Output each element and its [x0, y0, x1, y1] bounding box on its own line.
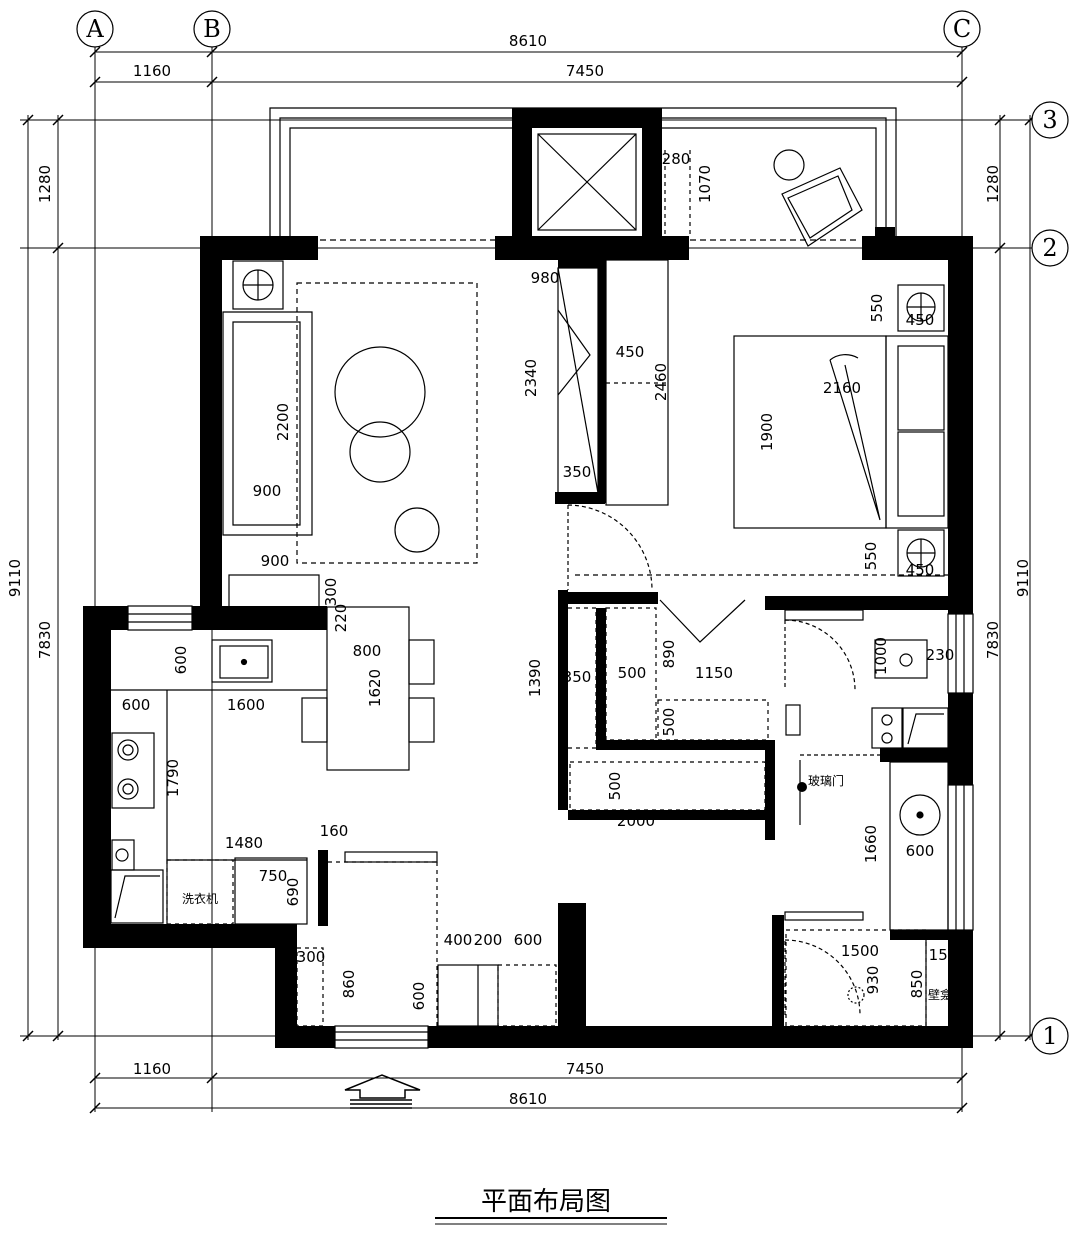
dimension-ticks [22, 46, 1036, 1114]
dim-600-left: 600 [122, 696, 151, 714]
grid-label-2: 2 [1042, 234, 1057, 262]
dim-closet-450: 450 [616, 343, 645, 361]
dining [301, 606, 435, 771]
dim-550-top: 550 [868, 294, 886, 323]
dimension-labels: 8610 1160 7450 1160 7450 8610 1280 9110 … [6, 32, 1032, 1108]
dim-150: 150 [929, 946, 958, 964]
dim-1500: 1500 [841, 942, 879, 960]
dim-1620: 1620 [366, 669, 384, 707]
dim-850: 850 [908, 970, 926, 999]
dim-top-ab: 1160 [133, 62, 171, 80]
dim-right-9110: 9110 [1014, 559, 1032, 597]
dim-350-top: 350 [563, 463, 592, 481]
dim-left-7830: 7830 [36, 621, 54, 659]
dim-1480: 1480 [225, 834, 263, 852]
dim-160: 160 [320, 822, 349, 840]
dim-980: 980 [531, 269, 560, 287]
dim-1150: 1150 [695, 664, 733, 682]
dim-2460: 2460 [652, 363, 670, 401]
dim-1660: 1660 [862, 825, 880, 863]
dim-sofa-2200: 2200 [274, 403, 292, 441]
dim-300-b: 300 [297, 948, 326, 966]
balcony-chair [773, 149, 863, 247]
dim-500-b: 500 [660, 708, 678, 737]
dim-600-shoe: 600 [514, 931, 543, 949]
dim-2160: 2160 [823, 379, 861, 397]
dim-860: 860 [340, 970, 358, 999]
dim-right-7830: 7830 [984, 621, 1002, 659]
dim-bottom-ab: 1160 [133, 1060, 171, 1078]
plan-title: 平面布局图 [481, 1187, 611, 1217]
dim-1390: 1390 [526, 659, 544, 697]
dim-350-mid: 350 [563, 668, 592, 686]
dim-300: 300 [322, 578, 340, 607]
dim-1600: 1600 [227, 696, 265, 714]
dim-600-vertical: 600 [410, 982, 428, 1011]
dim-left-9110: 9110 [6, 559, 24, 597]
bedroom [575, 284, 949, 577]
dim-cabinet-900: 900 [261, 552, 290, 570]
dim-230: 230 [926, 646, 955, 664]
closets [296, 259, 769, 1027]
dim-600-bath: 600 [906, 842, 935, 860]
dim-600-sink: 600 [172, 646, 190, 675]
dim-nightstand-450-2: 450 [906, 561, 935, 579]
entrance-arrow-icon [344, 1074, 421, 1109]
dim-2340: 2340 [522, 359, 540, 397]
bathroom [784, 609, 949, 1027]
dim-1000: 1000 [872, 637, 890, 675]
grid-bubbles [76, 10, 1069, 1055]
windows [127, 605, 974, 1049]
grid-label-a: A [85, 15, 104, 43]
dim-nightstand-450-1: 450 [906, 311, 935, 329]
dim-800: 800 [353, 642, 382, 660]
label-glass-door: 玻璃门 [808, 773, 844, 788]
dim-200: 200 [474, 931, 503, 949]
dim-890: 890 [660, 640, 678, 669]
kitchen [110, 639, 327, 925]
dim-balcony-1070: 1070 [696, 165, 714, 203]
grid-label-1: 1 [1042, 1022, 1057, 1050]
dim-500-a: 500 [618, 664, 647, 682]
dim-bottom-bc: 7450 [566, 1060, 604, 1078]
shaft [512, 108, 662, 260]
dim-balcony-280: 280 [662, 150, 691, 168]
dim-550-bottom: 550 [862, 542, 880, 571]
dim-2000: 2000 [617, 812, 655, 830]
grid-label-c: C [953, 15, 971, 43]
dim-750: 750 [259, 867, 288, 885]
dim-top-total: 8610 [509, 32, 547, 50]
dim-1900: 1900 [758, 413, 776, 451]
dim-sofa-900: 900 [253, 482, 282, 500]
label-washer: 洗衣机 [182, 891, 218, 906]
dim-left-1280: 1280 [36, 165, 54, 203]
walls [83, 227, 973, 1048]
label-niche: 壁龛 [928, 987, 952, 1002]
dim-400: 400 [444, 931, 473, 949]
grid-label-b: B [203, 15, 221, 43]
dim-bottom-total: 8610 [509, 1090, 547, 1108]
dim-1790: 1790 [164, 759, 182, 797]
glass-door-marker [797, 782, 807, 792]
dim-right-1280: 1280 [984, 165, 1002, 203]
living-furniture [222, 260, 478, 608]
dim-220: 220 [332, 604, 350, 633]
grid-label-3: 3 [1042, 106, 1057, 134]
dim-500-c: 500 [606, 772, 624, 801]
dim-930: 930 [864, 966, 882, 995]
dim-top-bc: 7450 [566, 62, 604, 80]
dim-690: 690 [284, 878, 302, 907]
